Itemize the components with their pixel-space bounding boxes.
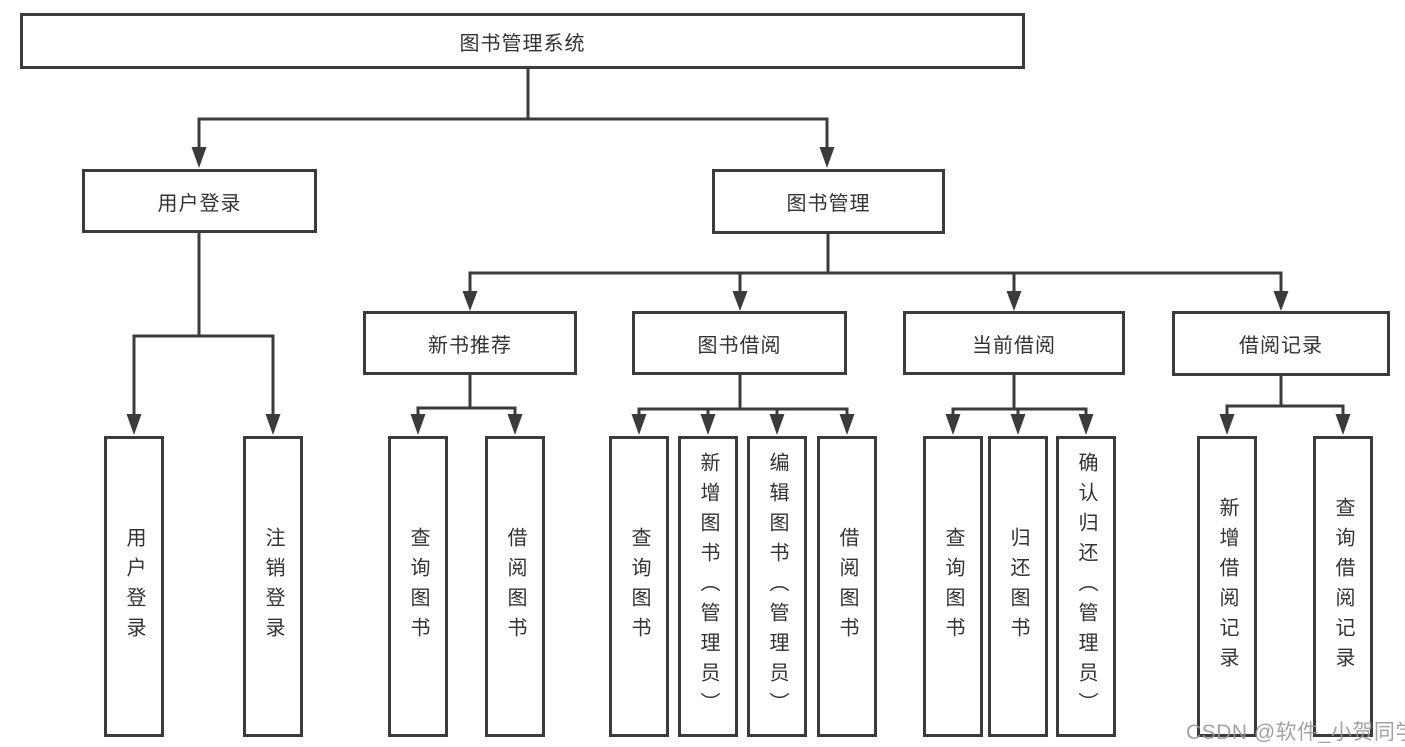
- node-borrowing-add-book-admin: 新增图书（管理员）: [678, 436, 738, 737]
- node-new-book-recommend: 新书推荐: [363, 311, 577, 375]
- watermark: CSDN @软件_小贺同学: [1186, 721, 1405, 744]
- node-book-borrowing: 图书借阅: [632, 311, 847, 375]
- node-borrowing-query-books: 查询图书: [609, 436, 669, 737]
- node-library-system: 图书管理系统: [20, 13, 1025, 69]
- node-book-management: 图书管理: [712, 169, 945, 234]
- node-current-confirm-return-admin: 确认归还（管理员）: [1056, 436, 1116, 737]
- node-borrowing-records: 借阅记录: [1172, 311, 1390, 376]
- node-login-logout: 注销登录: [243, 436, 303, 737]
- node-records-query-borrow-record: 查询借阅记录: [1313, 436, 1373, 737]
- node-newbook-borrow-books: 借阅图书: [485, 436, 545, 737]
- node-records-add-borrow-record: 新增借阅记录: [1197, 436, 1257, 737]
- node-user-login: 用户登录: [82, 169, 317, 233]
- node-newbook-query-books: 查询图书: [388, 436, 448, 737]
- node-current-query-books: 查询图书: [923, 436, 983, 737]
- node-login-user-login: 用户登录: [104, 436, 164, 737]
- node-borrowing-borrow-books: 借阅图书: [817, 436, 877, 737]
- node-current-return-books: 归还图书: [988, 436, 1048, 737]
- node-borrowing-edit-book-admin: 编辑图书（管理员）: [747, 436, 807, 737]
- node-current-borrowing: 当前借阅: [903, 311, 1125, 375]
